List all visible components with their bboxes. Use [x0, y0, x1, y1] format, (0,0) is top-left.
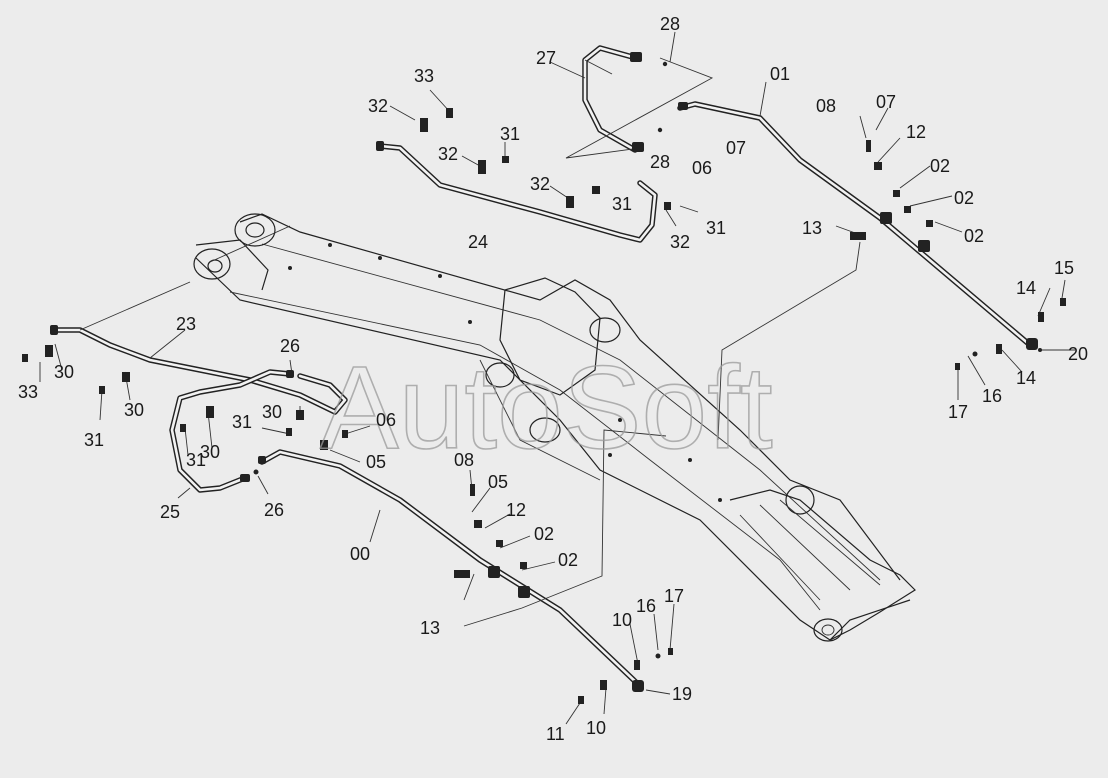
callout-33-upper: 33 [414, 66, 434, 86]
callout-23: 23 [176, 314, 196, 334]
callout-28-mid: 28 [650, 152, 670, 172]
callout-12-lower: 12 [506, 500, 526, 520]
pipe-00 [259, 449, 643, 689]
callout-30-c: 30 [262, 402, 282, 422]
callout-06-lower: 06 [376, 410, 396, 430]
callout-30-b: 30 [124, 400, 144, 420]
callout-10-upper: 10 [612, 610, 632, 630]
callout-01: 01 [770, 64, 790, 84]
callout-11: 11 [546, 724, 565, 744]
callout-26-lower: 26 [264, 500, 284, 520]
callout-17-upper: 17 [948, 402, 968, 422]
callout-17-lower: 17 [664, 586, 684, 606]
callout-32-mid: 32 [438, 144, 458, 164]
watermark: AutoSoft [320, 342, 773, 474]
callout-labels: 28 27 01 33 32 31 32 08 07 12 28 06 07 3… [18, 14, 1088, 744]
fittings [22, 52, 1066, 704]
callout-02-a: 02 [930, 156, 950, 176]
pipe-24 [377, 143, 658, 243]
callout-31-b: 31 [232, 412, 252, 432]
callout-02-c: 02 [964, 226, 984, 246]
callout-31-c: 31 [84, 430, 104, 450]
callout-32-upper: 32 [368, 96, 388, 116]
pipe-23 [52, 327, 348, 415]
callout-30-d: 30 [200, 442, 220, 462]
callout-20: 20 [1068, 344, 1088, 364]
callout-19: 19 [672, 684, 692, 704]
callout-28-top: 28 [660, 14, 680, 34]
callout-13-lower: 13 [420, 618, 440, 638]
callout-31-upper: 31 [500, 124, 520, 144]
callout-25: 25 [160, 502, 180, 522]
callout-02-e: 02 [558, 550, 578, 570]
callout-14-upper: 14 [1016, 278, 1036, 298]
callout-27: 27 [536, 48, 556, 68]
callout-05-mid: 05 [366, 452, 386, 472]
callout-05-lower: 05 [488, 472, 508, 492]
callout-02-b: 02 [954, 188, 974, 208]
callout-24: 24 [468, 232, 488, 252]
callout-08-upper: 08 [816, 96, 836, 116]
callout-31-d: 31 [186, 450, 206, 470]
leader-lines [39, 31, 1075, 725]
callout-33-lower: 33 [18, 382, 38, 402]
callout-13-upper: 13 [802, 218, 822, 238]
callout-16-lower: 16 [636, 596, 656, 616]
callout-31-far: 31 [706, 218, 726, 238]
callout-32-far: 32 [670, 232, 690, 252]
callout-08-lower: 08 [454, 450, 474, 470]
callout-07-lower: 07 [726, 138, 746, 158]
callout-32-right: 32 [530, 174, 550, 194]
callout-07-upper: 07 [876, 92, 896, 112]
callout-14-lower: 14 [1016, 368, 1036, 388]
callout-26-upper: 26 [280, 336, 300, 356]
pipe-27 [582, 45, 639, 153]
callout-30-a: 30 [54, 362, 74, 382]
callout-31-mid: 31 [612, 194, 632, 214]
callout-10-lower: 10 [586, 718, 606, 738]
callout-02-d: 02 [534, 524, 554, 544]
callout-15: 15 [1054, 258, 1074, 278]
pipe-25 [169, 369, 293, 493]
callout-00: 00 [350, 544, 370, 564]
callout-16-upper: 16 [982, 386, 1002, 406]
callout-06-upper: 06 [692, 158, 712, 178]
callout-12-upper: 12 [906, 122, 926, 142]
boom-arm [193, 213, 916, 642]
pipe-01 [677, 101, 1033, 348]
